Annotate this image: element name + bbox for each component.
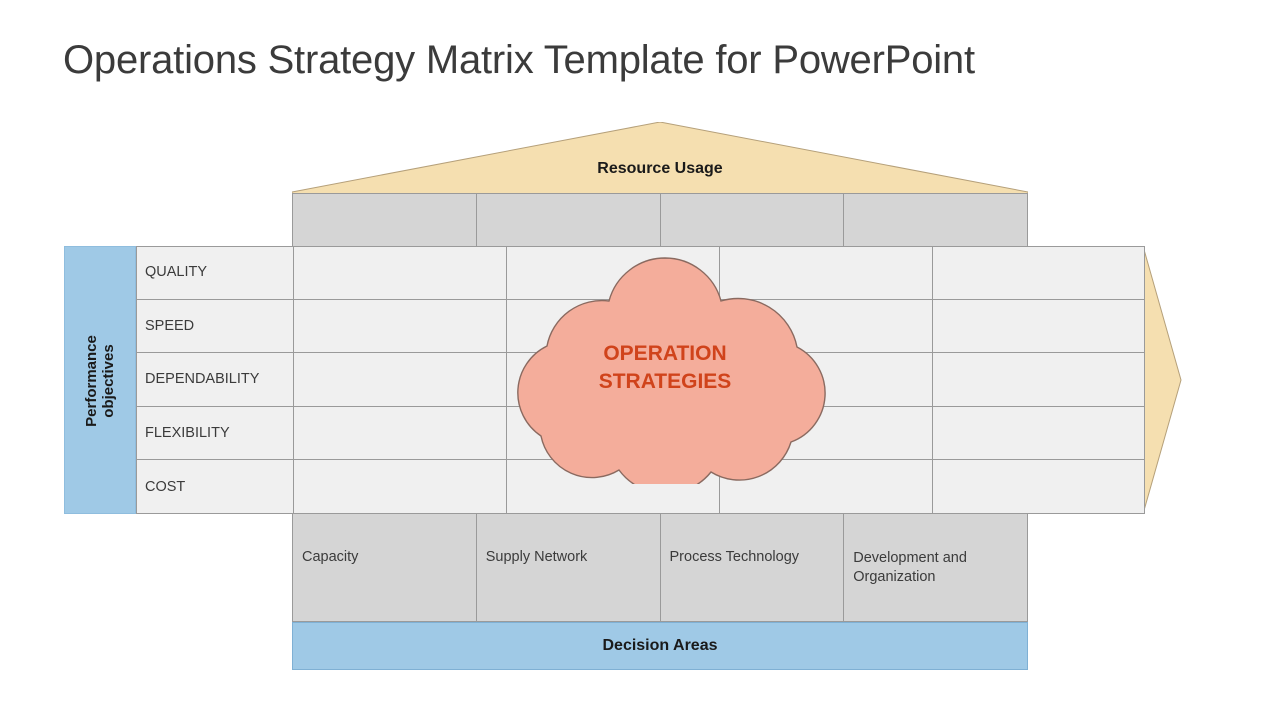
page-title: Operations Strategy Matrix Template for … — [63, 38, 975, 82]
matrix-cell[interactable] — [294, 406, 507, 460]
resource-usage-label: Resource Usage — [597, 160, 723, 177]
matrix-cell[interactable] — [933, 353, 1145, 406]
matrix-cell[interactable] — [720, 353, 933, 406]
market-competitiveness-arrow-shape — [1143, 246, 1182, 514]
row-label-flexibility: FLEXIBILITY — [136, 406, 294, 460]
row-label-quality: QUALITY — [136, 246, 294, 299]
decision-area-process-technology[interactable]: Process Technology — [661, 514, 845, 621]
resource-usage-arrow-shape — [292, 122, 1028, 194]
decision-area-capacity[interactable]: Capacity — [293, 514, 477, 621]
decision-areas-band: Capacity Supply Network Process Technolo… — [292, 513, 1028, 622]
matrix-cell[interactable] — [294, 353, 507, 406]
matrix-cell[interactable] — [720, 246, 933, 299]
top-band-cell — [661, 194, 845, 246]
matrix-cell[interactable] — [720, 299, 933, 353]
top-band-cell — [477, 194, 661, 246]
matrix-cell[interactable] — [933, 407, 1145, 460]
matrix-cell[interactable] — [507, 460, 720, 513]
top-band-cell — [844, 194, 1027, 246]
decision-areas-bar: Decision Areas — [292, 622, 1028, 670]
performance-objectives-label-line1: Performance — [82, 335, 100, 427]
performance-objectives-axis: Performance objectives — [64, 246, 136, 514]
row-label-speed: SPEED — [136, 299, 294, 353]
performance-objectives-label-line2: objectives — [100, 344, 117, 418]
top-band-cell — [293, 194, 477, 246]
decision-area-supply-network[interactable]: Supply Network — [477, 514, 661, 621]
matrix-cell[interactable] — [507, 246, 720, 299]
matrix-cell[interactable] — [294, 246, 507, 299]
cloud-label: OPERATION STRATEGIES — [598, 342, 732, 394]
market-competitiveness-arrow — [1143, 246, 1183, 514]
matrix-cell[interactable] — [933, 246, 1145, 299]
matrix-cell[interactable] — [294, 299, 507, 353]
matrix-cell[interactable] — [294, 460, 507, 513]
performance-objectives-label: Performance objectives — [65, 247, 135, 515]
matrix-cell[interactable] — [933, 300, 1145, 353]
matrix-cell[interactable] — [720, 460, 933, 513]
row-label-cost: COST — [136, 460, 294, 513]
cloud-icon — [481, 252, 849, 484]
matrix-cell[interactable] — [720, 406, 933, 460]
matrix-top-header-band — [292, 193, 1028, 247]
row-label-dependability: DEPENDABILITY — [136, 353, 294, 406]
matrix-cell[interactable] — [933, 460, 1145, 513]
resource-usage-arrow — [292, 122, 1028, 194]
decision-area-development-and-organization[interactable]: Development and Organization — [853, 549, 967, 585]
